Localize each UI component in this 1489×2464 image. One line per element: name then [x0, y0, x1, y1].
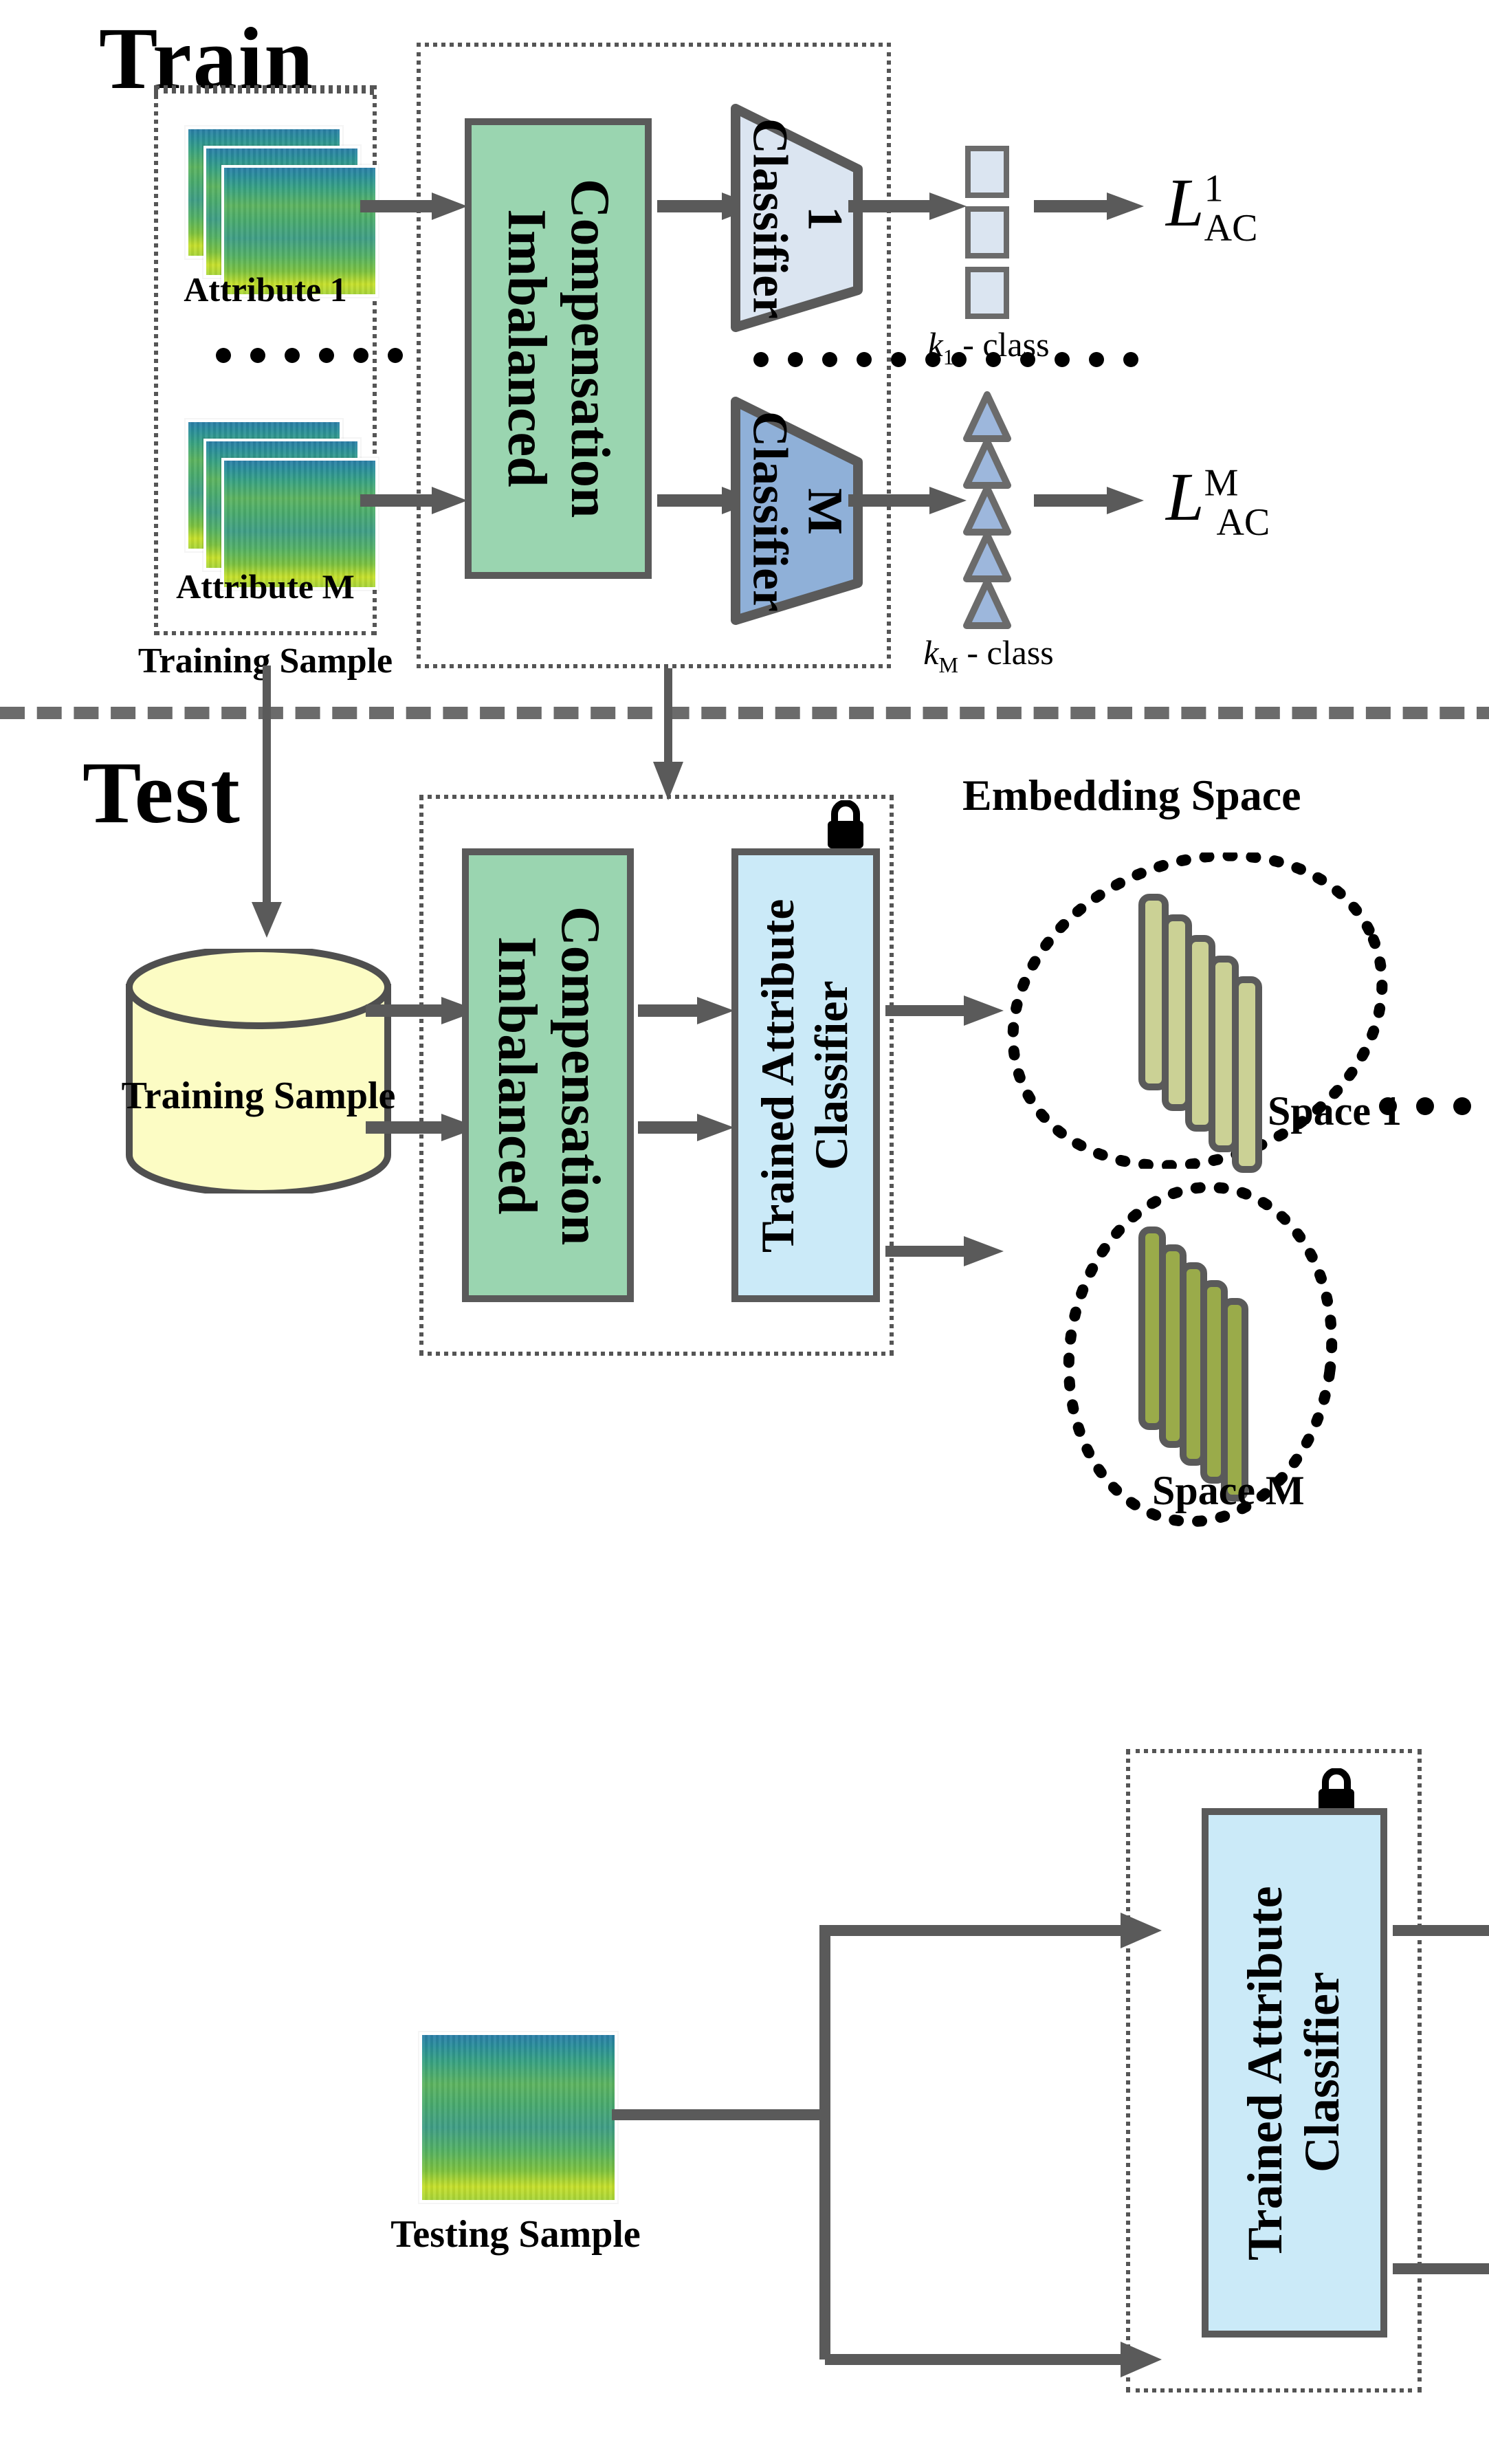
arrow-ic-to-tac-bottom	[638, 1114, 734, 1141]
loss-1-superscript: 1	[1204, 168, 1224, 211]
trained-attribute-classifier-dotted-box-bottom	[1126, 1749, 1422, 2392]
loss-1-subscript: AC	[1204, 208, 1258, 250]
arrow-attr1-to-ic	[360, 192, 467, 220]
km-class-triangle	[962, 390, 1012, 443]
training-sample-database-label: Training Sample	[121, 1075, 396, 1118]
km-class-triangle	[962, 437, 1012, 490]
arrow-trainingsample-down	[252, 666, 282, 938]
arrow-train-to-test	[653, 668, 683, 800]
loss-1-base: L	[1166, 164, 1204, 241]
trained-attribute-classifier-label-test: Trained Attribute Classifier	[753, 898, 858, 1253]
arrow-attrm-to-ic	[360, 487, 467, 514]
space-1-label-test: Space 1	[1268, 1089, 1402, 1134]
embedding-space-ellipsis	[1379, 1097, 1489, 1115]
loss-m-subscript: AC	[1216, 502, 1270, 544]
attribute-1-label: Attribute 1	[184, 272, 347, 309]
km-class-triangle	[962, 484, 1012, 536]
arrow-classifierm-to-km	[848, 487, 967, 514]
loss-m-base: L	[1166, 458, 1204, 535]
loss-m-superscript: M	[1204, 462, 1239, 505]
arrow-tac-to-space1	[885, 996, 1004, 1026]
loss-ac-m: LMAC	[1166, 456, 1270, 546]
km-class-label: kM - class	[907, 635, 1070, 679]
arrow-db-to-ic-top	[366, 997, 478, 1024]
k1-class-square	[965, 206, 1009, 258]
space-1-embedding-bar	[1232, 976, 1262, 1173]
loss-ac-1: L1AC	[1166, 162, 1257, 252]
space-m-embedding-bar	[1221, 1298, 1248, 1502]
km-class-triangle	[962, 531, 1012, 583]
attribute-classifier-dotted-box	[417, 43, 891, 668]
class-output-ellipsis	[951, 352, 1138, 367]
classifier-ellipsis	[753, 352, 940, 367]
test-pipeline-dotted-box	[419, 795, 894, 1356]
arrow-tac-to-spacem	[885, 1236, 1004, 1266]
trained-attribute-classifier-box-bottom[interactable]: Trained Attribute Classifier	[1202, 1808, 1387, 2338]
arrow-classifier1-to-k1	[848, 192, 967, 220]
testing-sample-label: Testing Sample	[390, 2214, 641, 2256]
attribute-m-label: Attribute M	[176, 569, 355, 606]
testing-sample-branch-lines	[612, 1913, 1162, 2377]
phase-title-test: Test	[82, 744, 241, 842]
attribute-1-spectrogram-front	[221, 165, 378, 297]
arrow-km-to-lossm	[1034, 487, 1144, 514]
k1-class-square	[965, 146, 1009, 198]
km-class-tail: - class	[967, 635, 1054, 672]
km-class-base: k	[923, 635, 939, 672]
trained-attribute-classifier-label-bottom: Trained Attribute Classifier	[1237, 1885, 1349, 2260]
lock-icon-test	[822, 800, 869, 850]
testing-sample-spectrogram	[419, 2032, 617, 2203]
km-class-sub: M	[938, 654, 958, 678]
training-sample-database[interactable]: Training Sample	[121, 945, 396, 1197]
attribute-m-spectrogram-front	[221, 458, 378, 590]
arrow-tac-to-detectorm	[1393, 2263, 1489, 2274]
arrow-k1-to-loss1	[1034, 192, 1144, 220]
embedding-space-title: Embedding Space	[962, 770, 1301, 820]
arrow-ic-to-tac-top	[638, 997, 734, 1024]
km-class-triangle	[962, 578, 1012, 630]
k1-class-base: k	[927, 327, 943, 364]
space-m-label-test: Space M	[1152, 1468, 1305, 1514]
k1-class-square	[965, 267, 1009, 319]
train-test-divider	[0, 707, 1489, 719]
k1-class-sub: 1	[942, 346, 954, 370]
arrow-db-to-ic-bottom	[366, 1114, 478, 1141]
space-m-ellipse	[1028, 1176, 1372, 1533]
attribute-ellipsis	[216, 348, 403, 363]
arrow-tac-to-detector1	[1393, 1925, 1489, 1936]
trained-attribute-classifier-box-test[interactable]: Trained Attribute Classifier	[731, 848, 880, 1302]
training-sample-dotted-box	[154, 85, 377, 635]
